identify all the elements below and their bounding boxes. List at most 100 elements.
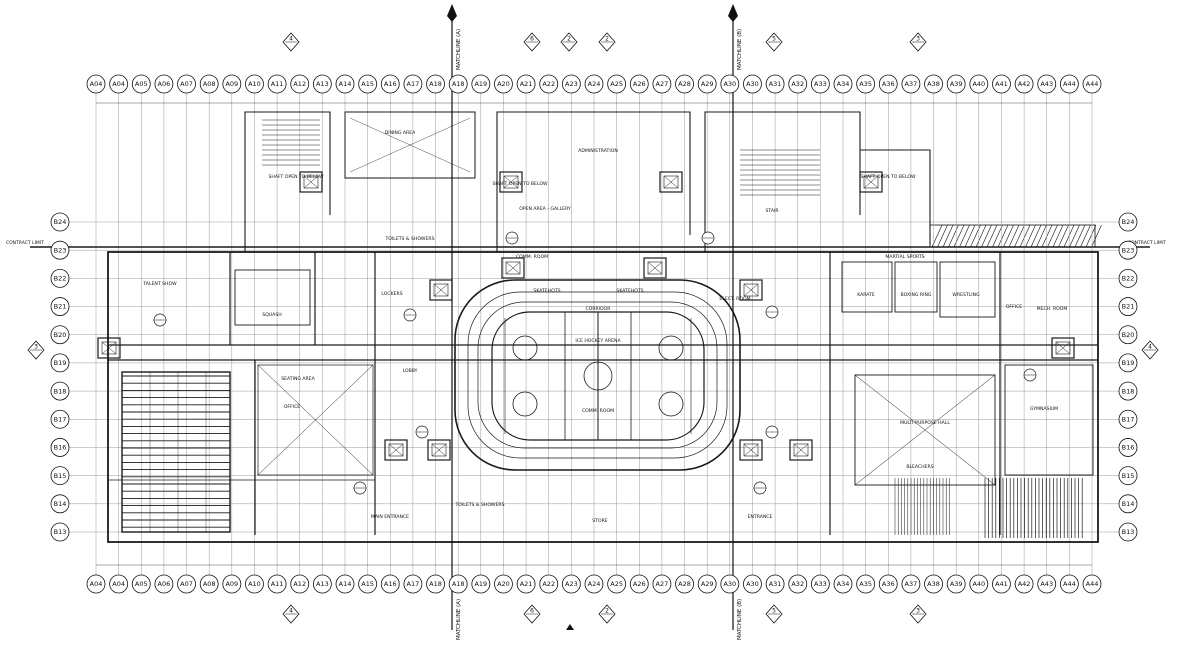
grid-bubble: A04	[109, 74, 129, 94]
grid-bubble-circle	[50, 466, 70, 486]
grid-bubble: A30	[720, 74, 740, 94]
stair-core	[739, 279, 763, 301]
room-label: KARATE	[857, 292, 875, 298]
grid-bubble-circle	[50, 268, 70, 288]
grid-label: B14	[54, 500, 67, 508]
grid-bubble: A11	[267, 574, 287, 594]
section-marker-label: 4	[289, 36, 293, 43]
grid-label: A14	[339, 580, 352, 588]
stair-core	[97, 337, 121, 359]
grid-bubble-circle	[109, 574, 129, 594]
hatch-layer	[929, 224, 1102, 248]
grid-label: A44	[1063, 80, 1076, 88]
hatch-line	[1047, 224, 1058, 248]
grid-label: A08	[203, 580, 216, 588]
grid-bubble: A42	[1014, 574, 1034, 594]
grid-bubble: A06	[154, 74, 174, 94]
faceoff-circle	[658, 391, 684, 417]
grid-bubble: A16	[380, 574, 400, 594]
grid-label: A16	[384, 80, 397, 88]
section-marker: 3	[909, 32, 927, 52]
grid-bubble: B15	[50, 466, 70, 486]
grid-bubble-circle	[267, 574, 287, 594]
grid-bubble: A35	[856, 74, 876, 94]
grid-bubble-circle	[743, 574, 762, 594]
matchline-b-label: MATCHLINE (B)	[737, 29, 743, 70]
hatch-line	[959, 224, 970, 248]
grid-label: A23	[565, 580, 578, 588]
room-label: MULTI-PURPOSE HALL	[900, 420, 950, 426]
hatch-line	[975, 224, 987, 248]
grid-bubble: B22	[1118, 268, 1138, 288]
grid-label: A17	[407, 80, 420, 88]
hatch-line	[1025, 224, 1036, 248]
arena-bowl-outer	[454, 279, 741, 471]
grid-label: B19	[54, 359, 67, 367]
grid-label: A32	[791, 80, 804, 88]
grid-bubble: A04	[109, 574, 129, 594]
grid-label: A15	[361, 80, 374, 88]
grid-label: A33	[814, 80, 827, 88]
grid-bubble-circle	[969, 74, 989, 94]
matchline-arrow-icon	[728, 4, 738, 22]
room-label: WRESTLING	[952, 292, 980, 298]
stair-core	[739, 439, 763, 461]
grid-bubble: A25	[607, 74, 627, 94]
grid-bubble-circle	[86, 74, 106, 94]
grid-bubble: A43	[1037, 74, 1057, 94]
hatch-line	[992, 224, 1003, 248]
room-label: BLEACHERS	[906, 464, 933, 470]
grid-label: A35	[859, 80, 872, 88]
room-label: CORRIDOR	[586, 306, 612, 312]
grid-label: A25	[610, 580, 623, 588]
room-label: ICE HOCKEY ARENA	[575, 338, 621, 344]
grid-label: A12	[293, 80, 306, 88]
grid-bubble: B17	[1118, 409, 1138, 429]
grid-bubble-circle	[335, 574, 355, 594]
center-faceoff-circle	[583, 361, 613, 391]
grid-bubble-circle	[607, 74, 627, 94]
grid-bubble-circle	[358, 74, 378, 94]
grid-bubble: A41	[992, 574, 1011, 594]
contract-limit-label-right: CONTRACT LIMIT	[1128, 240, 1166, 246]
grid-bubble-circle	[697, 574, 717, 594]
section-marker: 5	[765, 604, 783, 624]
stair-core	[659, 171, 683, 193]
hatch-line	[1019, 224, 1031, 248]
grid-bubble: B21	[50, 297, 70, 316]
section-marker-label: 3	[34, 344, 38, 351]
stair-core	[859, 171, 883, 193]
grid-label: A28	[678, 580, 691, 588]
grid-bubble-circle	[222, 574, 242, 594]
room-label: STORE	[592, 518, 608, 524]
grid-bubble-circle	[1014, 74, 1034, 94]
detail-reference-symbol	[1023, 368, 1037, 382]
grid-bubble-circle	[539, 574, 559, 594]
grid-label: A08	[203, 80, 216, 88]
grid-bubble-circle	[1082, 74, 1102, 94]
grid-bubble-circle	[1118, 297, 1138, 316]
grid-bubble: A34	[833, 574, 853, 594]
grid-label: A44	[1086, 580, 1099, 588]
grid-bubble-circle	[516, 74, 536, 94]
grid-bubble: A09	[222, 574, 242, 594]
grid-label: B20	[54, 331, 67, 339]
grid-bubble: A17	[403, 74, 423, 94]
grid-bubble: B23	[1118, 240, 1138, 260]
grid-bubble-circle	[765, 74, 785, 94]
grid-bubble: B16	[1118, 438, 1138, 457]
grid-bubble-circle	[245, 574, 264, 594]
grid-bubble-circle	[1118, 522, 1138, 542]
contract-limit-label-left: CONTRACT LIMIT	[6, 240, 44, 246]
grid-label: A31	[769, 80, 782, 88]
room-label: TOILETS & SHOWERS	[384, 236, 434, 242]
stair-core	[501, 257, 525, 279]
faceoff-circle	[658, 335, 684, 361]
grid-bubble-circle	[471, 74, 491, 94]
hatch-line	[1014, 224, 1025, 248]
grid-bubble-circle	[946, 574, 966, 594]
grid-bubble-circle	[290, 574, 310, 594]
